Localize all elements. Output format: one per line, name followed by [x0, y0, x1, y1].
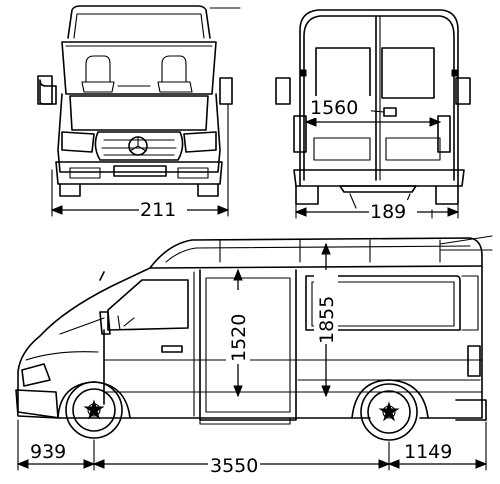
front-view [37, 5, 241, 217]
interior-height-label: 1855 [316, 296, 338, 344]
rear-view [275, 9, 471, 219]
rear-width-label: 189 [370, 201, 406, 223]
rear-overhang-label: 1149 [404, 441, 452, 463]
side-view [15, 235, 493, 441]
front-width-label: 211 [140, 199, 176, 221]
side-door-height-label: 1520 [228, 314, 250, 362]
rear-door-width-label: 1560 [310, 97, 358, 119]
front-overhang-label: 939 [30, 441, 66, 463]
wheelbase-label: 3550 [210, 455, 258, 477]
